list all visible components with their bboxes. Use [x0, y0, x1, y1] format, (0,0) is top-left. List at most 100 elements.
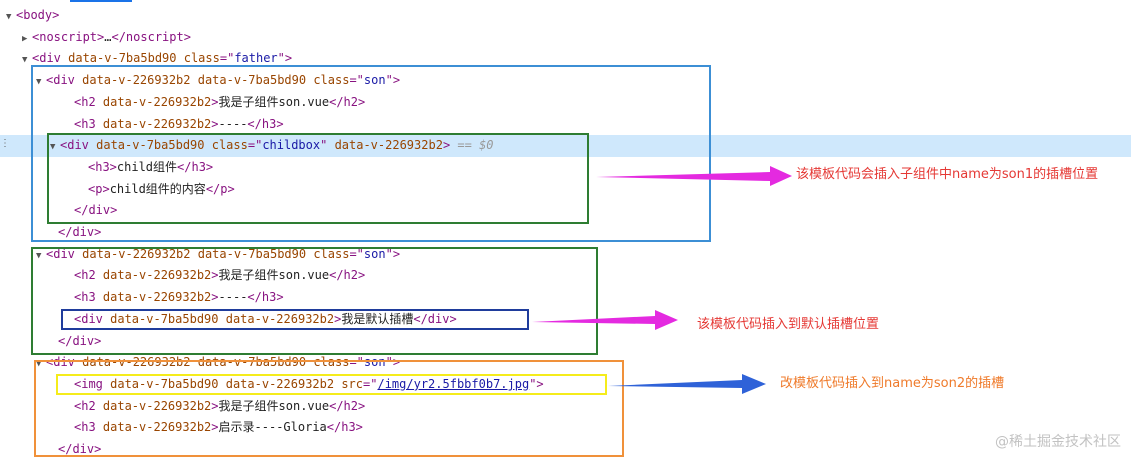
dom-token: data-v-226932b2 — [102, 94, 212, 109]
dom-node-line[interactable]: <h2 data-v-226932b2>我是子组件son.vue</h2> — [0, 92, 1131, 114]
dom-token: data-v-226932b2 — [102, 290, 212, 305]
dom-token: data-v-7ba5bd90 data-v-226932b2 — [110, 376, 335, 391]
dom-token: <h3 — [74, 290, 103, 305]
dom-token: <h3> — [88, 159, 117, 174]
dom-token: =" — [349, 355, 364, 370]
dom-node-line[interactable]: <h2 data-v-226932b2>我是子组件son.vue</h2> — [0, 396, 1131, 418]
dom-token: =" — [349, 73, 364, 88]
dom-token: data-v-7ba5bd90 data-v-226932b2 — [110, 311, 335, 326]
default-son-box — [31, 247, 598, 355]
dom-token: <img — [74, 376, 111, 391]
dom-node-line[interactable]: <img data-v-7ba5bd90 data-v-226932b2 src… — [0, 374, 1131, 396]
dom-node-line[interactable]: <h3 data-v-226932b2>启示录----Gloria</h3> — [0, 417, 1131, 439]
dom-token: </h2> — [329, 94, 366, 109]
dom-token: </h3> — [247, 116, 284, 131]
dom-token: =" — [247, 138, 263, 153]
watermark: @稀土掘金技术社区 — [995, 434, 1121, 450]
dom-token: data-v-226932b2 — [102, 268, 212, 283]
dom-node-line[interactable]: <div data-v-7ba5bd90 data-v-226932b2>我是默… — [0, 309, 1131, 331]
dom-token: > — [211, 94, 219, 109]
dom-token: data-v-226932b2 — [334, 138, 443, 153]
dom-node-line[interactable]: ▼<div data-v-7ba5bd90 class="childbox" d… — [0, 135, 1131, 157]
dom-token: "> — [385, 246, 401, 261]
dom-token: </h3> — [326, 420, 363, 435]
dom-token: son — [363, 73, 386, 88]
dom-token: "> — [385, 355, 401, 370]
dom-node-line[interactable]: <h2 data-v-226932b2>我是子组件son.vue</h2> — [0, 265, 1131, 287]
dom-token: data-v-226932b2 data-v-7ba5bd90 — [82, 246, 307, 261]
collapse-triangle-icon[interactable]: ▼ — [50, 142, 56, 153]
dom-node-line[interactable]: </div> — [0, 439, 1131, 461]
dom-token: <div — [60, 138, 97, 153]
dom-node-line[interactable]: ▼<div data-v-226932b2 data-v-7ba5bd90 cl… — [0, 70, 1131, 92]
dom-token: > — [442, 138, 451, 153]
dom-token: </h2> — [329, 268, 366, 283]
dom-token: <h2 — [74, 94, 103, 109]
dom-node-line[interactable]: ▼<div data-v-226932b2 data-v-7ba5bd90 cl… — [0, 244, 1131, 266]
dom-token: > — [211, 116, 219, 131]
devtools-tab-indicator — [70, 0, 132, 2]
collapse-triangle-icon[interactable]: ▼ — [22, 55, 28, 66]
img-box — [56, 374, 607, 395]
dom-token: class — [313, 355, 350, 370]
dom-token: <h2 — [74, 268, 103, 283]
dom-node-line[interactable]: </div> — [0, 331, 1131, 353]
dom-token: childbox — [262, 138, 321, 153]
dom-token: <div — [46, 246, 83, 261]
collapse-triangle-icon[interactable]: ▼ — [6, 12, 12, 22]
dom-token: ---- — [218, 116, 248, 131]
collapse-triangle-icon[interactable]: ▼ — [36, 250, 42, 261]
dom-token: </div> — [58, 333, 102, 348]
dom-token: <div — [46, 355, 83, 370]
dom-node-line[interactable]: <h3 data-v-226932b2>----</h3> — [0, 114, 1131, 136]
dom-token: <noscript> — [32, 29, 105, 44]
dom-token: " — [320, 138, 335, 153]
dom-token: 我是子组件son.vue — [218, 398, 330, 413]
dom-node-line[interactable]: <p>child组件的内容</p> — [0, 179, 1131, 201]
dom-node-line[interactable]: ▼<div data-v-7ba5bd90 class="father"> — [0, 48, 1131, 70]
childbox-box — [47, 133, 589, 224]
dom-token: </div> — [74, 203, 118, 218]
dom-node-line[interactable]: </div> — [0, 222, 1131, 244]
expand-triangle-icon[interactable]: ▶ — [22, 33, 28, 44]
dom-node-line[interactable]: <h3>child组件</h3> — [0, 157, 1131, 179]
collapse-triangle-icon[interactable]: ▼ — [36, 77, 42, 88]
dom-token[interactable]: /img/yr2.5fbbf0b7.jpg — [377, 376, 530, 391]
dom-token: data-v-226932b2 data-v-7ba5bd90 — [82, 73, 307, 88]
dom-node-line[interactable]: ▶<noscript>…</noscript> — [0, 27, 1131, 49]
dom-node-line[interactable]: ▼ <body> — [0, 5, 1131, 27]
dom-token: data-v-7ba5bd90 — [68, 51, 177, 66]
dom-token: </h3> — [177, 159, 214, 174]
dom-token: <div — [32, 51, 69, 66]
dom-token: 启示录----Gloria — [218, 420, 327, 435]
collapse-triangle-icon[interactable]: ▼ — [36, 359, 42, 370]
dom-token: </noscript> — [111, 29, 191, 44]
dom-token: src — [341, 376, 364, 391]
dom-token: data-v-226932b2 — [102, 420, 212, 435]
dom-token: <div — [46, 73, 83, 88]
dom-node-line[interactable]: </div> — [0, 200, 1131, 222]
dom-token: <body> — [16, 8, 60, 22]
dom-token: </div> — [58, 225, 102, 239]
annotation-son1: 该模板代码会插入子组件中name为son1的插槽位置 — [796, 167, 1099, 182]
dom-token: <h2 — [74, 398, 103, 413]
son2-box — [34, 360, 624, 457]
dom-token: 我是子组件son.vue — [218, 268, 330, 283]
dom-token: </h3> — [247, 290, 284, 305]
annotation-default-slot: 该模板代码插入到默认插槽位置 — [697, 317, 880, 332]
dom-token: child组件的内容 — [109, 181, 206, 196]
dom-token: "> — [385, 73, 401, 88]
dom-token: <p> — [88, 181, 110, 196]
arrow-default-slot — [532, 310, 678, 330]
dom-token: child组件 — [116, 159, 178, 174]
dom-node-line[interactable]: ▼<div data-v-226932b2 data-v-7ba5bd90 cl… — [0, 352, 1131, 374]
dom-token: <h3 — [74, 420, 103, 435]
dom-node-line[interactable]: <h3 data-v-226932b2>----</h3> — [0, 287, 1131, 309]
dom-token: == $0 — [450, 138, 494, 153]
dom-token: 我是默认插槽 — [341, 311, 414, 326]
dom-token: class — [183, 51, 220, 66]
selected-node-dots-icon: ⋮ — [0, 138, 10, 149]
son1-box — [31, 65, 711, 242]
dom-token: ---- — [218, 290, 248, 305]
